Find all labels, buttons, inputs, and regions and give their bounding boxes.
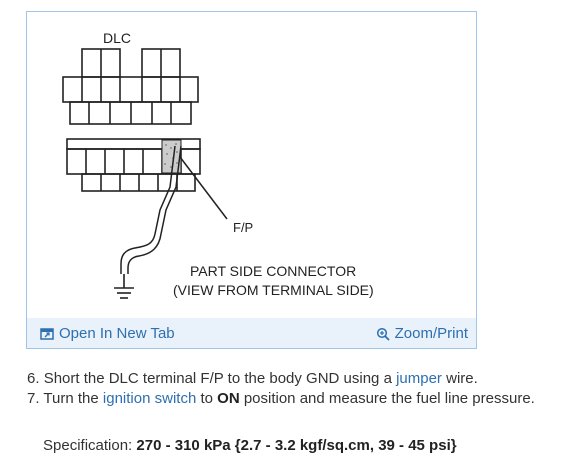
zoom-print-label: Zoom/Print <box>394 325 468 342</box>
connector-row-1 <box>62 76 199 103</box>
ground-icon <box>114 274 134 299</box>
caption-line-2: (VIEW FROM TERMINAL SIDE) <box>173 282 374 298</box>
ignition-switch-link[interactable]: ignition switch <box>102 390 197 407</box>
step-item: 6. Short the DLC terminal F/P to the bod… <box>27 370 478 387</box>
instruction-steps: 6. Short the DLC terminal F/P to the bod… <box>27 369 535 409</box>
open-in-new-tab-label: Open In New Tab <box>59 325 175 342</box>
zoom-icon <box>376 327 390 341</box>
open-in-new-tab-icon <box>40 327 54 340</box>
specification-value: 270 - 310 kPa {2.7 - 3.2 kgf/sq.cm, 39 -… <box>136 437 457 454</box>
step-item: 7. Turn the ignition switch to ON positi… <box>27 390 535 407</box>
jumper-link[interactable]: jumper <box>396 370 442 387</box>
open-in-new-tab-link[interactable]: Open In New Tab <box>40 325 175 342</box>
specification-line: Specification: 270 - 310 kPa {2.7 - 3.2 … <box>43 436 457 456</box>
caption-line-1: PART SIDE CONNECTOR <box>190 263 356 279</box>
on-position-text: ON <box>217 390 240 407</box>
fp-label: F/P <box>233 220 253 235</box>
dlc-label: DLC <box>103 30 131 46</box>
dlc-connector-diagram: DLC F/P PART SIDE CONNECTOR (VIEW FROM T… <box>62 30 374 299</box>
jumper-wire <box>120 145 182 274</box>
specification-label: Specification: <box>43 437 137 454</box>
figure-toolbar: Open In New Tab Zoom/Print <box>27 318 476 348</box>
figure-panel: DLC F/P PART SIDE CONNECTOR (VIEW FROM T… <box>26 11 477 349</box>
zoom-print-link[interactable]: Zoom/Print <box>376 325 468 342</box>
fp-leader-line <box>179 156 228 220</box>
